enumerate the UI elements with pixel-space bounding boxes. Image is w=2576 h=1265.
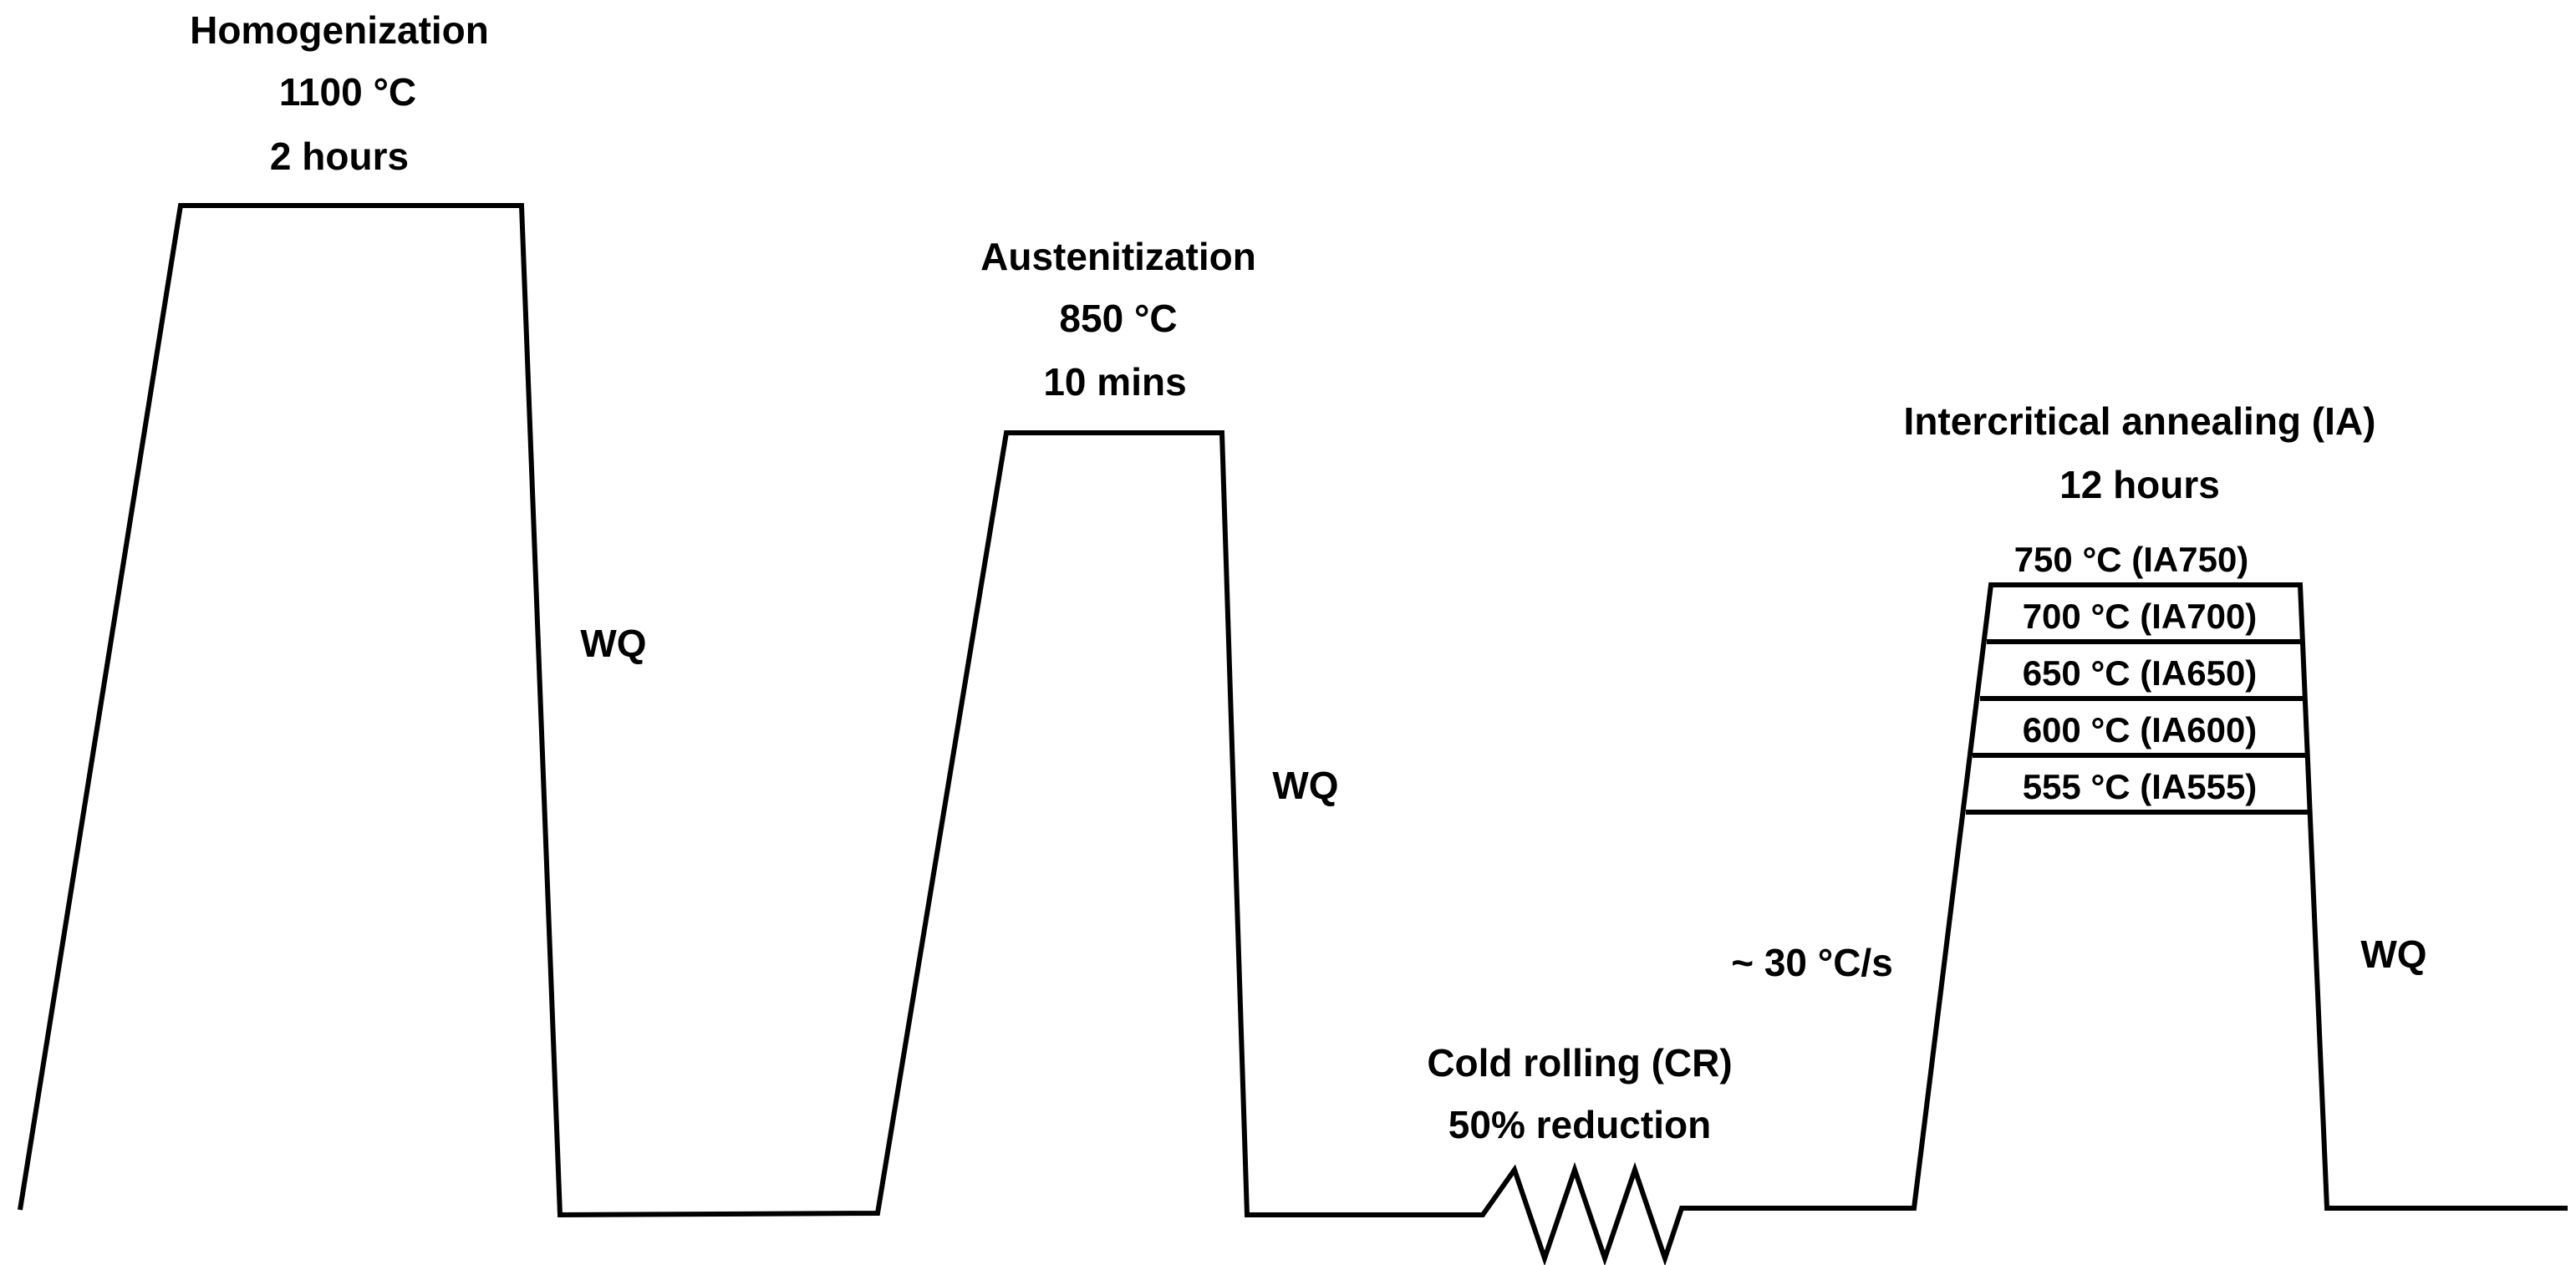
water-quench-label-1: WQ xyxy=(580,622,646,665)
austenitization-temp: 850 °C xyxy=(1059,297,1177,340)
ia-level-600: 600 °C (IA600) xyxy=(2023,710,2258,749)
ia-level-650: 650 °C (IA650) xyxy=(2023,653,2258,693)
ia-level-700: 700 °C (IA700) xyxy=(2023,597,2258,636)
ia-level-555: 555 °C (IA555) xyxy=(2023,767,2258,806)
water-quench-label-2: WQ xyxy=(1272,764,1338,807)
austenitization-time: 10 mins xyxy=(1043,360,1186,404)
water-quench-label-3: WQ xyxy=(2360,932,2426,976)
homogenization-temp: 1100 °C xyxy=(279,70,416,114)
cold-rolling-title: Cold rolling (CR) xyxy=(1427,1041,1732,1085)
cold-rolling-detail: 50% reduction xyxy=(1448,1103,1711,1146)
homogenization-time: 2 hours xyxy=(270,135,409,178)
ia-level-750: 750 °C (IA750) xyxy=(2014,540,2249,579)
heating-rate-label: ~ 30 °C/s xyxy=(1731,941,1893,984)
homogenization-title: Homogenization xyxy=(190,8,489,52)
heat-treatment-path xyxy=(18,203,2568,1265)
intercritical-annealing-time: 12 hours xyxy=(2059,463,2220,506)
austenitization-title: Austenitization xyxy=(980,235,1256,278)
intercritical-annealing-title: Intercritical annealing (IA) xyxy=(1904,399,2376,443)
